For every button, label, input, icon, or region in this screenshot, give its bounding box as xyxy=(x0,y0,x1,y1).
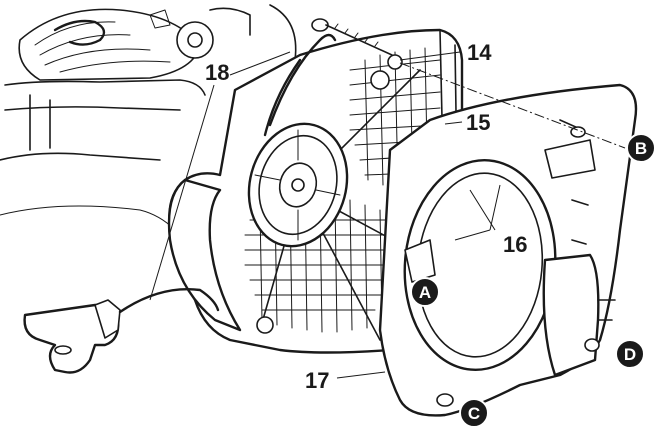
badge-d: D xyxy=(615,339,645,369)
leader-lines xyxy=(149,51,626,379)
callout-14: 14 xyxy=(467,40,492,65)
svg-text:B: B xyxy=(635,139,647,158)
svg-text:D: D xyxy=(624,345,636,364)
badge-a: A xyxy=(410,277,440,307)
svg-text:C: C xyxy=(468,404,480,423)
svg-text:A: A xyxy=(419,283,431,302)
front-cover-ring xyxy=(378,83,638,417)
badge-b: B xyxy=(626,133,656,163)
callout-15: 15 xyxy=(466,110,490,135)
callout-17: 17 xyxy=(305,368,329,393)
badge-c: C xyxy=(459,398,489,428)
starter-pulley xyxy=(247,122,349,248)
callout-16: 16 xyxy=(503,232,527,257)
starter-handle-assembly xyxy=(23,33,337,374)
engine-background xyxy=(0,4,297,231)
callout-18: 18 xyxy=(205,60,229,85)
screw-part-14 xyxy=(311,18,403,70)
